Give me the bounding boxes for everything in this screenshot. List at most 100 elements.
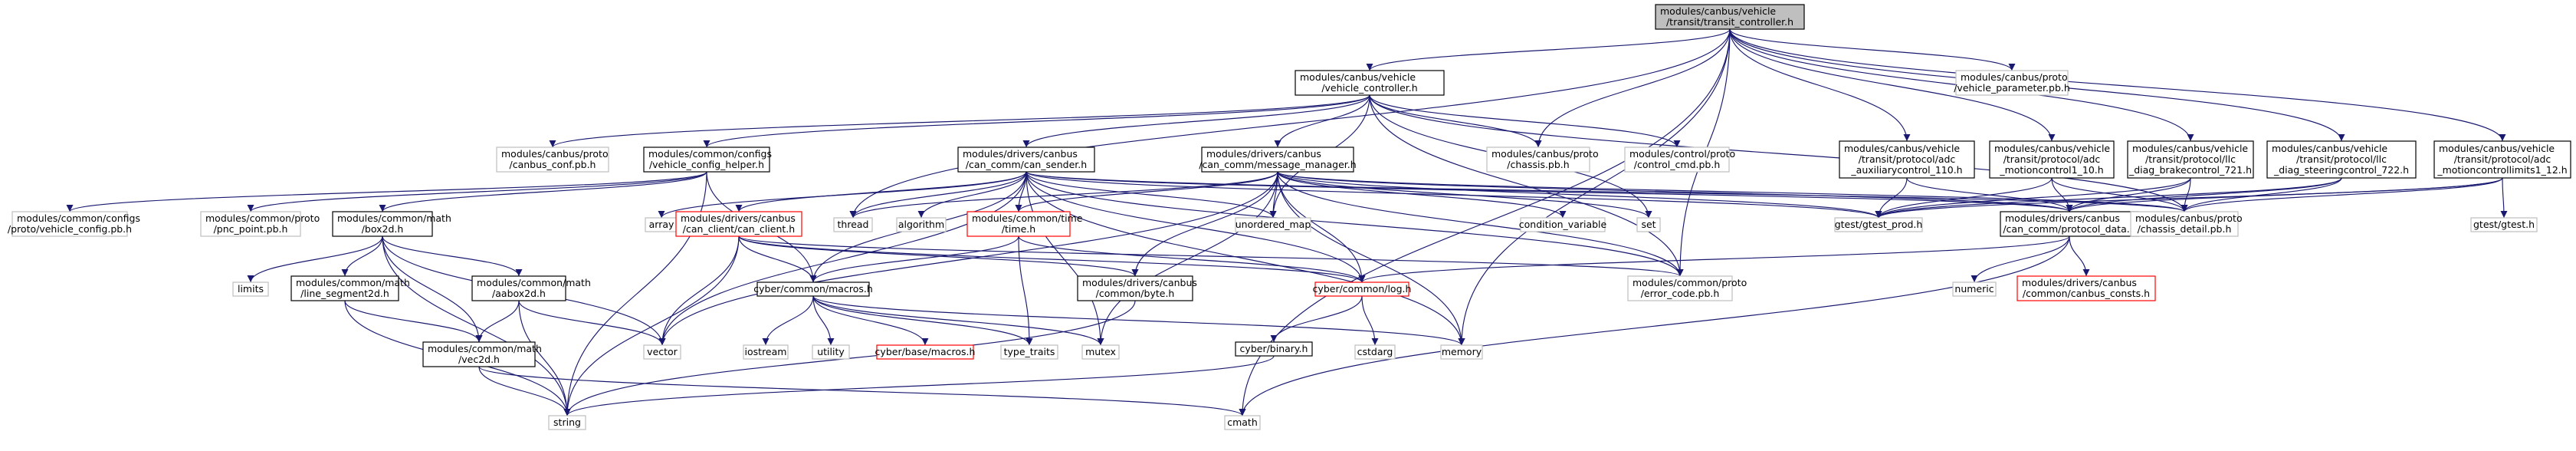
node-label-byte_h-line0: modules/drivers/canbus	[1082, 277, 1197, 288]
node-error_code: modules/common/proto/error_code.pb.h	[1627, 275, 1747, 301]
node-box-canbus_conf	[496, 146, 609, 173]
node-array: array	[645, 217, 678, 232]
edge-protocol_data-to-cmath	[1239, 235, 2070, 416]
edge-can_sender-to-error_code	[1025, 171, 1684, 277]
node-llc_steering[interactable]: modules/canbus/vehicle/transit/protocol/…	[2266, 140, 2417, 179]
edge-line_segment2d-to-vec2d	[344, 300, 483, 343]
node-adc_motion10[interactable]: modules/canbus/vehicle/transit/protocol/…	[1989, 140, 2115, 179]
node-adc_limits[interactable]: modules/canbus/vehicle/transit/protocol/…	[2433, 140, 2571, 179]
edge-time_h-to-log_h	[1018, 235, 1366, 283]
edge-aabox2d-to-string	[518, 300, 571, 416]
node-condition_variable: condition_variable	[1519, 217, 1607, 232]
edge-can_sender-to-algorithm	[917, 171, 1027, 219]
edge-can_sender-to-unordered_map	[1025, 171, 1277, 219]
edge-vec2d-to-cmath	[478, 366, 1246, 416]
node-message_manager[interactable]: modules/drivers/canbus/can_comm/message_…	[1199, 146, 1357, 173]
edge-time_h-to-type_traits	[1018, 235, 1033, 346]
node-box-gtest_prod	[1834, 217, 1923, 232]
node-box-memory	[1440, 344, 1483, 360]
node-chassis_pb: modules/canbus/proto/chassis.pb.h	[1486, 146, 1599, 173]
edges-layer	[66, 28, 2508, 416]
node-label-vehicle_config_pb-line0: modules/common/configs	[17, 212, 140, 224]
node-box-numeric	[1952, 281, 1997, 297]
node-vec2d[interactable]: modules/common/math/vec2d.h	[422, 341, 542, 367]
edge-root-to-chassis_pb	[1534, 28, 1731, 148]
node-byte_h[interactable]: modules/drivers/canbus/common/byte.h	[1077, 275, 1197, 301]
node-root[interactable]: modules/canbus/vehicle/transit/transit_c…	[1655, 4, 1805, 30]
node-label-canbus_conf-line1: /canbus_conf.pb.h	[510, 159, 596, 170]
node-box2d[interactable]: modules/common/math/box2d.h	[332, 211, 451, 237]
node-label-control_cmd-line1: /control_cmd.pb.h	[1634, 159, 1721, 170]
edge-message_manager-to-mutex	[1097, 171, 1278, 346]
edge-macros_h-to-iostream	[762, 295, 814, 346]
node-label-adc_auxiliary-line1: /transit/protocol/adc	[1859, 153, 1956, 165]
node-base_macros[interactable]: cyber/base/macros.h	[875, 344, 976, 360]
node-line_segment2d[interactable]: modules/common/math/line_segment2d.h	[290, 275, 410, 301]
edge-log_h-to-binary_h	[1270, 295, 1363, 343]
edge-adc_motion10-to-gtest_prod	[1875, 177, 2053, 219]
node-label-protocol_data-line1: /can_comm/protocol_data.h	[2003, 223, 2135, 235]
node-vehicle_config_helper[interactable]: modules/common/configs/vehicle_config_he…	[643, 146, 772, 173]
node-label-llc_brake-line1: /transit/protocol/llc	[2145, 153, 2236, 165]
node-can_client[interactable]: modules/drivers/canbus/can_client/can_cl…	[675, 211, 802, 237]
edge-vehicle_config_helper-to-pnc_point	[247, 171, 707, 212]
node-llc_brake[interactable]: modules/canbus/vehicle/transit/protocol/…	[2127, 140, 2254, 179]
edge-message_manager-to-chassis_detail	[1277, 171, 2188, 212]
node-can_sender[interactable]: modules/drivers/canbus/can_comm/can_send…	[957, 146, 1095, 173]
node-adc_auxiliary[interactable]: modules/canbus/vehicle/transit/protocol/…	[1839, 140, 1975, 179]
node-label-root-line1: /transit/transit_controller.h	[1666, 16, 1793, 28]
node-label-canbus_consts-line1: /common/canbus_consts.h	[2023, 288, 2150, 299]
node-box-utility	[812, 344, 850, 360]
node-vehicle_config_pb: modules/common/configs/proto/vehicle_con…	[8, 211, 140, 237]
edge-vehicle_controller-to-canbus_conf	[549, 94, 1370, 148]
edge-llc_brake-to-protocol_data	[2066, 177, 2191, 212]
node-label-chassis_pb-line0: modules/canbus/proto	[1491, 148, 1599, 160]
edge-message_manager-to-vector	[658, 171, 1278, 346]
node-box-message_manager	[1201, 146, 1354, 173]
node-control_cmd: modules/control/proto/control_cmd.pb.h	[1624, 146, 1735, 173]
edge-llc_steering-to-chassis_detail	[2181, 177, 2342, 212]
node-label-time_h-line0: modules/common/time	[972, 212, 1083, 224]
node-label-numeric-line0: numeric	[1954, 283, 1994, 295]
node-macros_h[interactable]: cyber/common/macros.h	[753, 281, 873, 297]
node-label-thread-line0: thread	[838, 219, 869, 230]
node-label-vehicle_config_pb-line1: /proto/vehicle_config.pb.h	[8, 223, 132, 235]
node-utility: utility	[812, 344, 850, 360]
node-binary_h[interactable]: cyber/binary.h	[1235, 341, 1313, 357]
node-label-set-line0: set	[1641, 219, 1656, 230]
edge-box2d-to-line_segment2d	[341, 235, 383, 277]
node-time_h[interactable]: modules/common/time/time.h	[966, 211, 1083, 237]
node-label-root-line0: modules/canbus/vehicle	[1660, 5, 1776, 17]
node-cstdarg: cstdarg	[1354, 344, 1396, 360]
node-label-gtest-line0: gtest/gtest.h	[2473, 219, 2535, 230]
node-box-adc_limits	[2433, 140, 2571, 179]
node-box-byte_h	[1077, 275, 1193, 301]
node-label-can_sender-line1: /can_comm/can_sender.h	[966, 159, 1087, 170]
nodes-layer: modules/canbus/vehicle/transit/transit_c…	[8, 4, 2571, 430]
edge-can_client-to-log_h	[738, 235, 1366, 283]
edge-root-to-vehicle_controller	[1366, 28, 1731, 71]
node-aabox2d[interactable]: modules/common/math/aabox2d.h	[471, 275, 591, 301]
node-label-chassis_detail-line0: modules/canbus/proto	[2135, 212, 2243, 224]
node-label-protocol_data-line0: modules/drivers/canbus	[2005, 212, 2120, 224]
edge-macros_h-to-type_traits	[812, 295, 1033, 346]
node-label-box2d-line1: /box2d.h	[362, 223, 404, 235]
node-box-cmath	[1224, 415, 1261, 430]
node-vehicle_parameter: modules/canbus/proto/vehicle_parameter.p…	[1954, 70, 2070, 96]
node-label-vector-line0: vector	[647, 346, 678, 357]
node-label-line_segment2d-line1: /line_segment2d.h	[300, 288, 389, 299]
node-canbus_consts[interactable]: modules/drivers/canbus/common/canbus_con…	[2016, 275, 2156, 301]
node-label-unordered_map-line0: unordered_map	[1235, 219, 1311, 230]
node-label-message_manager-line0: modules/drivers/canbus	[1206, 148, 1321, 160]
node-vehicle_controller[interactable]: modules/canbus/vehicle/vehicle_controlle…	[1295, 70, 1445, 96]
edge-can_sender-to-gtest_prod	[1025, 171, 1882, 219]
node-log_h[interactable]: cyber/common/log.h	[1313, 281, 1412, 297]
node-label-control_cmd-line0: modules/control/proto	[1629, 148, 1735, 160]
edge-vehicle_config_helper-to-box2d	[379, 171, 707, 212]
node-label-condition_variable-line0: condition_variable	[1519, 219, 1607, 230]
node-limits: limits	[232, 281, 269, 297]
node-protocol_data[interactable]: modules/drivers/canbus/can_comm/protocol…	[2000, 211, 2139, 237]
node-box-vector	[643, 344, 681, 360]
edge-message_manager-to-memory	[1277, 171, 1465, 346]
